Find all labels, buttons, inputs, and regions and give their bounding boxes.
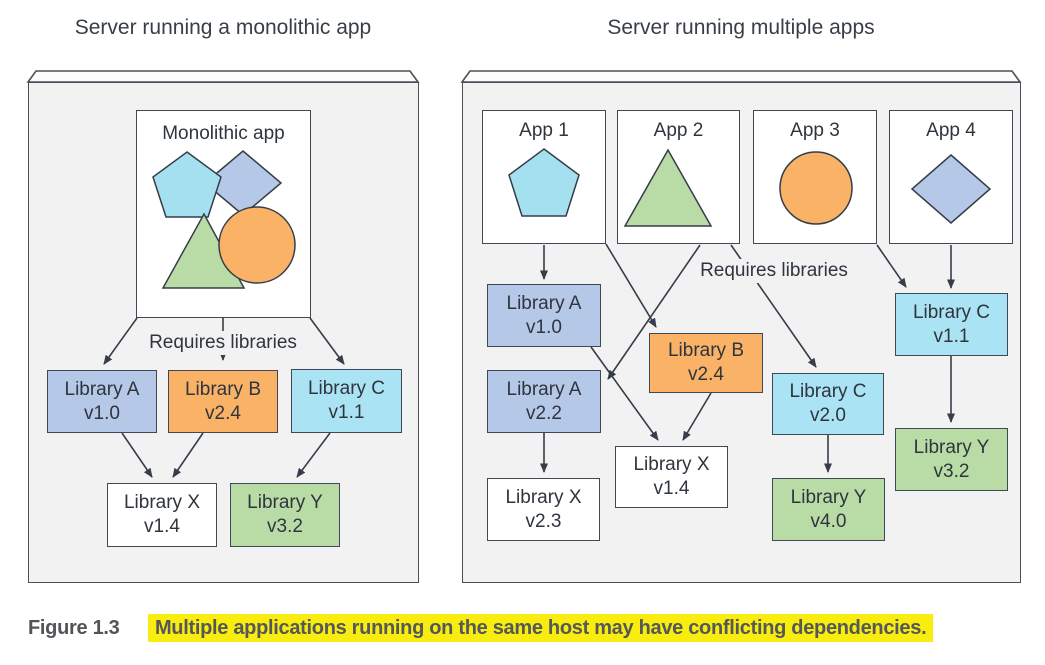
library-version: v1.0 [526, 316, 562, 338]
library-version: v3.2 [933, 460, 970, 482]
library-name: Library A [506, 378, 582, 400]
right-library-a-v22-box: Library A v2.2 [487, 370, 601, 433]
library-version: v4.0 [810, 510, 847, 532]
right-library-c-v20-box: Library C v2.0 [772, 373, 884, 435]
figure-number-label: Figure 1.3 [28, 617, 120, 639]
library-version: v2.3 [525, 510, 562, 532]
library-name: Library C [307, 378, 386, 399]
right-library-y-v40-box: Library Y v4.0 [772, 478, 885, 541]
library-version: v1.1 [328, 402, 365, 423]
library-version: v2.4 [688, 364, 724, 385]
app-1-label: App 1 [519, 120, 569, 141]
figure-caption: Figure 1.3 Multiple applications running… [28, 614, 934, 642]
right-library-y-v32-box: Library Y v3.2 [895, 428, 1008, 491]
figure-caption-text: Multiple applications running on the sam… [147, 614, 934, 642]
library-name: Library B [184, 378, 262, 400]
right-server-top-face [460, 70, 1022, 83]
app-3-label: App 3 [790, 120, 840, 141]
library-name: Library A [64, 378, 140, 400]
left-requires-libraries-label: Requires libraries [143, 331, 303, 355]
library-name: Library X [633, 454, 710, 475]
right-panel-title: Server running multiple apps [607, 16, 875, 39]
right-library-x-v14-box: Library X v1.4 [615, 446, 728, 508]
right-library-b-box: Library B v2.4 [649, 333, 763, 393]
left-library-y-box: Library Y v3.2 [230, 483, 340, 547]
app-3-box: App 3 [753, 110, 877, 244]
library-version: v2.2 [526, 402, 562, 424]
right-library-c-v11-box: Library C v1.1 [895, 293, 1008, 356]
monolithic-app-box: Monolithic app [136, 110, 311, 318]
library-version: v1.4 [144, 516, 180, 537]
app-2-box: App 2 [617, 110, 740, 244]
right-library-a-v10-box: Library A v1.0 [487, 284, 601, 347]
app-4-box: App 4 [889, 110, 1013, 244]
app-2-label: App 2 [653, 120, 704, 141]
right-library-x-v23-box: Library X v2.3 [487, 478, 600, 541]
library-version: v2.4 [205, 402, 241, 424]
library-name: Library X [505, 486, 582, 508]
library-version: v3.2 [267, 516, 303, 537]
library-name: Library B [667, 340, 745, 361]
library-name: Library Y [790, 486, 867, 508]
app-1-box: App 1 [482, 110, 606, 244]
library-name: Library X [123, 492, 201, 513]
monolithic-app-label: Monolithic app [162, 123, 285, 144]
library-name: Library A [506, 292, 582, 314]
library-name: Library Y [247, 492, 323, 513]
left-server-top-face [26, 70, 420, 83]
left-panel-title: Server running a monolithic app [74, 16, 372, 39]
left-library-c-box: Library C v1.1 [291, 369, 402, 433]
library-version: v1.1 [933, 325, 970, 347]
library-version: v1.0 [84, 402, 120, 424]
right-requires-libraries-label: Requires libraries [694, 259, 854, 283]
library-version: v2.0 [810, 405, 846, 426]
left-library-a-v1-box: Library A v1.0 [47, 370, 157, 433]
app-4-label: App 4 [926, 120, 976, 141]
library-version: v1.4 [653, 478, 690, 499]
left-library-x-box: Library X v1.4 [107, 483, 217, 547]
library-name: Library Y [913, 436, 990, 458]
library-name: Library C [789, 381, 867, 402]
library-name: Library C [912, 301, 991, 323]
left-library-b-box: Library B v2.4 [168, 370, 278, 433]
